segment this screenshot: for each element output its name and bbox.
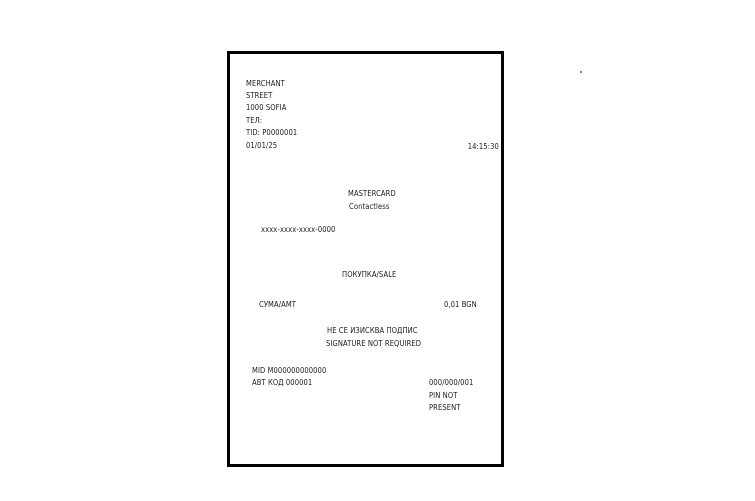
card-entry-mode: Contactless xyxy=(349,201,390,211)
pin-status-line1: PIN NOT xyxy=(429,390,458,400)
transaction-type: ПОКУПКА/SALE xyxy=(342,269,397,279)
pin-status-line2: PRESENT xyxy=(429,402,461,412)
signature-note-en: SIGNATURE NOT REQUIRED xyxy=(326,338,422,348)
merchant-id: MID M000000000000 xyxy=(252,365,327,375)
transaction-date: 01/01/25 xyxy=(246,140,278,150)
signature-note-bg: НЕ СЕ ИЗИСКВА ПОДПИС xyxy=(327,325,418,335)
terminal-id: TID: P0000001 xyxy=(246,127,298,137)
auth-code: АВТ КОД 000001 xyxy=(252,377,313,387)
merchant-city: 1000 SOFIA xyxy=(246,102,287,112)
card-brand: MASTERCARD xyxy=(348,188,396,198)
stray-dot xyxy=(580,71,582,73)
merchant-phone: ТЕЛ: xyxy=(246,115,263,125)
amount-label: СУМА/АМТ xyxy=(259,299,296,309)
transaction-time: 14:15:30 xyxy=(467,141,499,151)
card-number: xxxx-xxxx-xxxx-0000 xyxy=(261,224,336,234)
merchant-street: STREET xyxy=(246,90,273,100)
receipt: MERCHANT STREET 1000 SOFIA ТЕЛ: TID: P00… xyxy=(227,51,504,467)
amount-value: 0,01 BGN xyxy=(444,299,477,309)
reference-number: 000/000/001 xyxy=(429,377,474,387)
merchant-name: MERCHANT xyxy=(246,78,285,88)
